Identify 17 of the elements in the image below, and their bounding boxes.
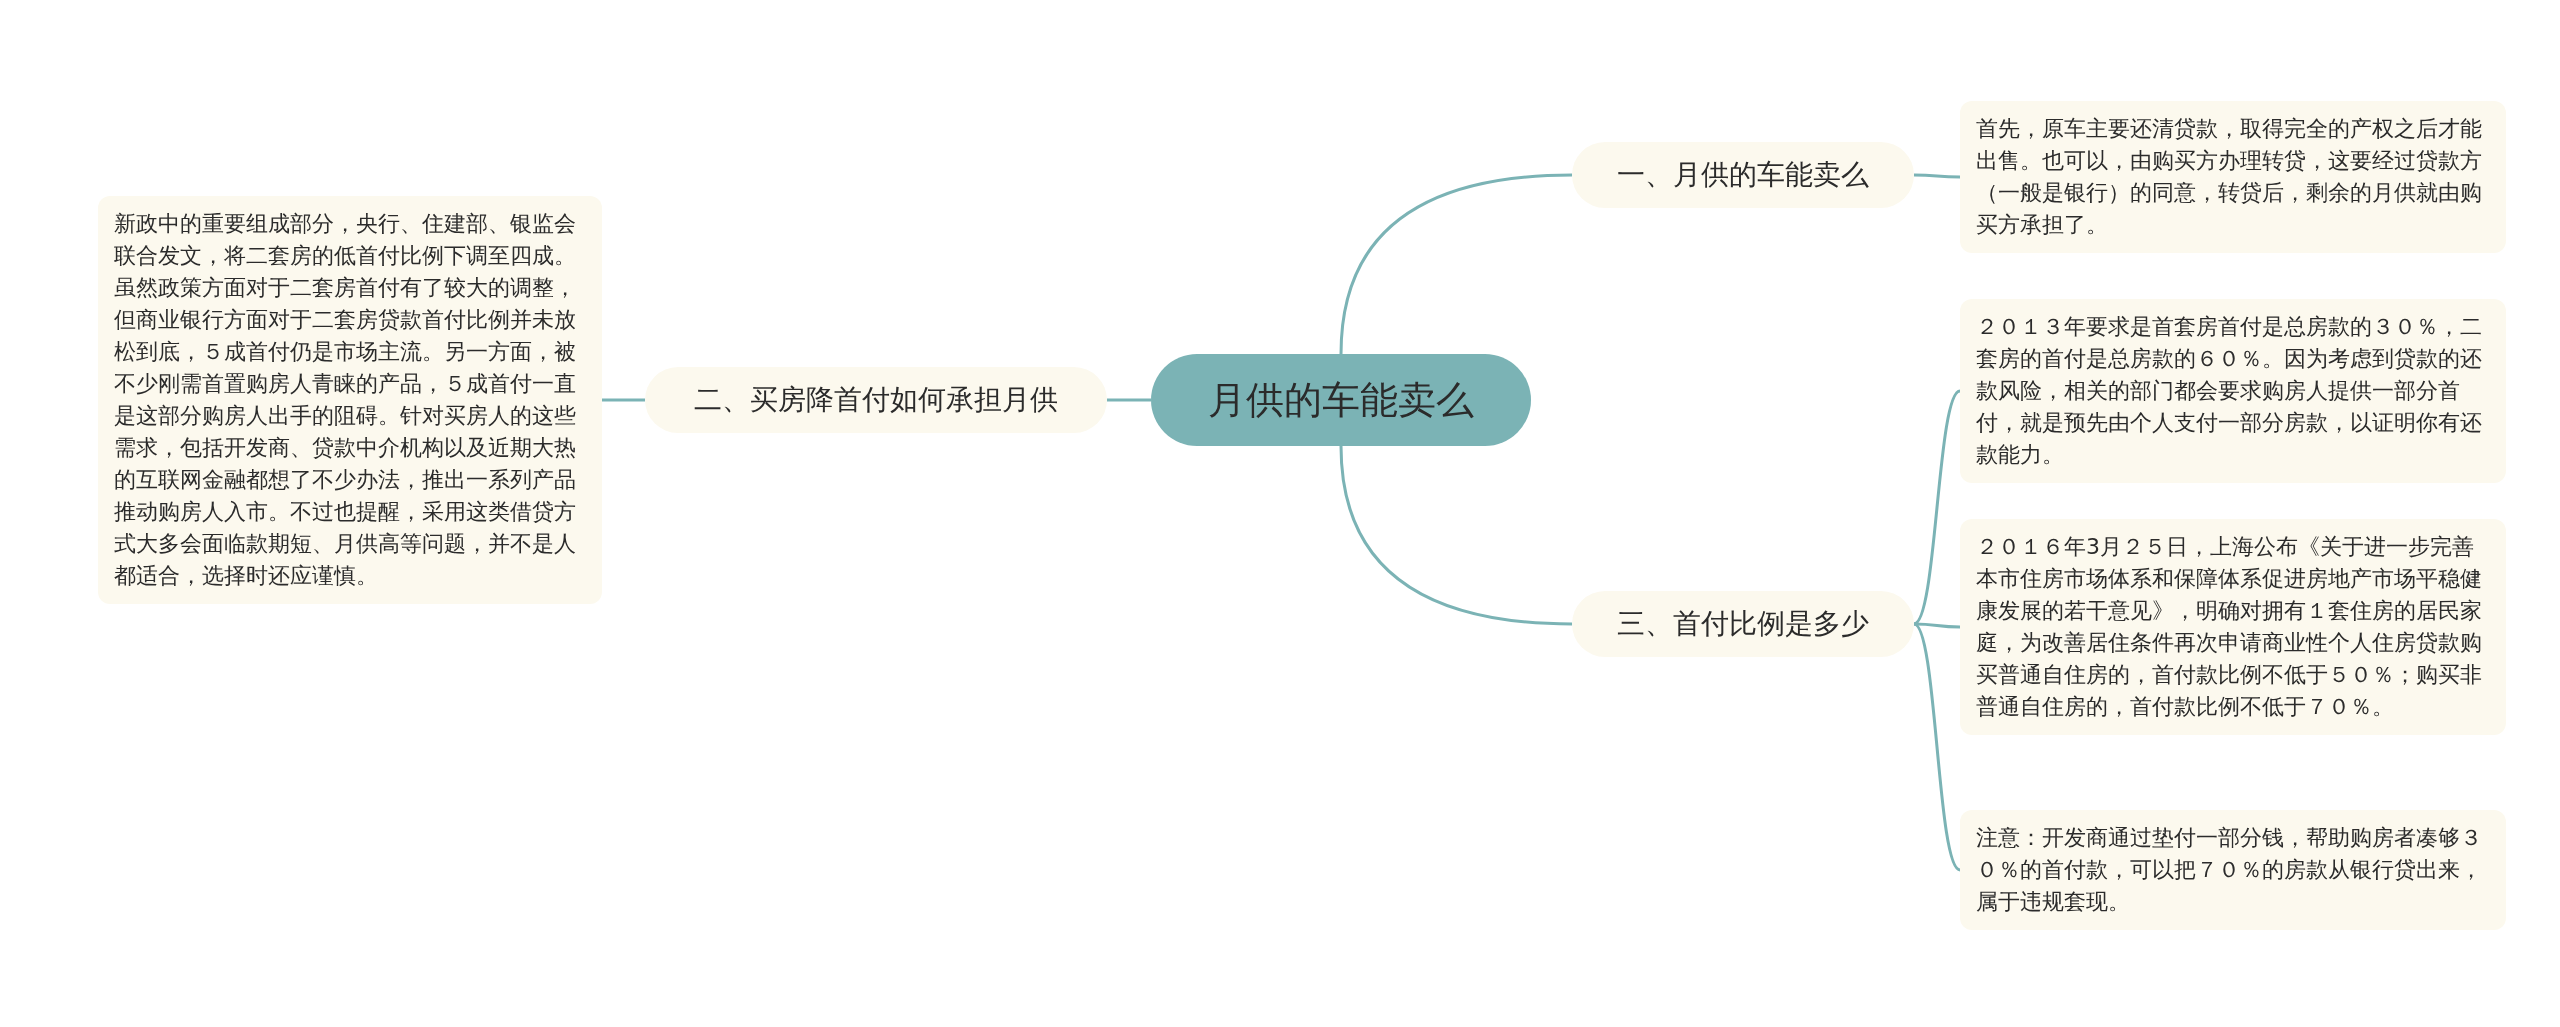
connector-line (1107, 398, 1151, 402)
connector-line (1913, 622, 1961, 872)
connector-line (1339, 173, 1573, 355)
note-card: 新政中的重要组成部分，央行、住建部、银监会联合发文，将二套房的低首付比例下调至四成。虽然政策方面对于二套房首付有了较大的调整，但商业银行方面对于二套房贷款首付比例并未放松到底，５成首付仍是市场主流。另一方面，被不少刚需首置购房人青睐的产品，５成首付一直是这部分购房人出手的阻碍。针对买房人的这些需求，包括开发商、贷款中介机构以及近期大热的互联网金融都想了不少办法，推出一系列产品推动购房人入市。不过也提醒，采用这类借贷方式大多会面临款期短、月供高等问题，并不是人都适合，选择时还应谨慎。 (98, 196, 602, 604)
note-card: 注意：开发商通过垫付一部分钱，帮助购房者凑够３０％的首付款，可以把７０％的房款从银行贷出来，属于违规套现。 (1960, 810, 2506, 930)
note-card: ２０１３年要求是首套房首付是总房款的３０％，二套房的首付是总房款的６０％。因为考虑到贷款的还款风险，相关的部门都会要求购房人提供一部分首付，就是预先由个人支付一部分房款，以证明你有还款能力。 (1960, 299, 2506, 483)
central-topic: 月供的车能卖么 (1151, 354, 1531, 446)
connector-line (1913, 389, 1961, 626)
connector-line (1914, 622, 1960, 629)
topic-bubble: 一、月供的车能卖么 (1572, 142, 1914, 208)
topic-bubble: 二、买房降首付如何承担月供 (645, 367, 1107, 433)
note-card: 首先，原车主要还清贷款，取得完全的产权之后才能出售。也可以，由购买方办理转贷，这要经过贷款方（一般是银行）的同意，转贷后，剩余的月供就由购买方承担了。 (1960, 101, 2506, 253)
connector-line (602, 398, 645, 402)
connector-line (1339, 445, 1573, 626)
connector-line (1914, 173, 1960, 179)
topic-bubble: 三、首付比例是多少 (1572, 591, 1914, 657)
note-card: ２０１６年3月２５日，上海公布《关于进一步完善本市住房市场体系和保障体系促进房地产市场平稳健康发展的若干意见》，明确对拥有１套住房的居民家庭，为改善居住条件再次申请商业性个人住房贷款购买普通自住房的，首付款比例不低于５０％；购买非普通自住房的，首付款比例不低于７０％。 (1960, 519, 2506, 735)
